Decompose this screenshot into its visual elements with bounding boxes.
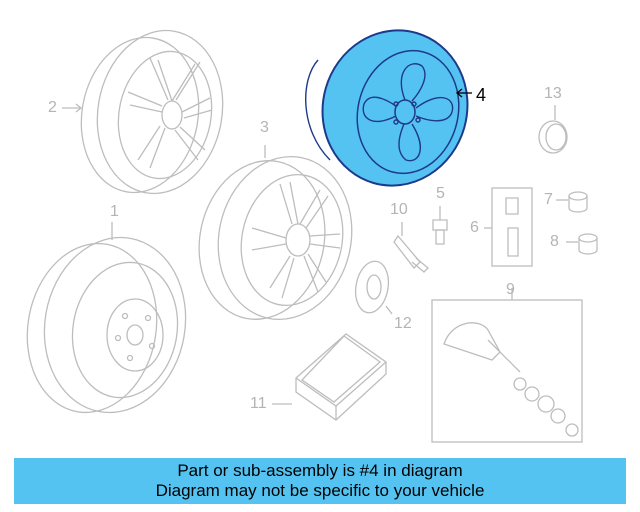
- info-banner: Part or sub-assembly is #4 in diagram Di…: [14, 458, 626, 504]
- callout-4: 4: [476, 85, 487, 105]
- part-9-tpms-sensor[interactable]: [431, 288, 583, 443]
- callout-8: 8: [550, 233, 559, 250]
- part-11-repair-kit[interactable]: [272, 333, 387, 421]
- part-3-alloy-wheel[interactable]: [185, 144, 367, 332]
- part-8-cap[interactable]: [566, 233, 598, 255]
- callout-3: 3: [260, 119, 269, 136]
- part-5-lug-bolt[interactable]: [432, 206, 448, 245]
- callout-1: 1: [110, 203, 119, 220]
- part-2-alloy-wheel[interactable]: [62, 20, 235, 203]
- callout-12: 12: [394, 315, 412, 332]
- callout-9: 9: [506, 281, 515, 298]
- callout-10: 10: [390, 201, 408, 218]
- part-4-alloy-wheel-highlighted[interactable]: [304, 13, 485, 203]
- part-7-cap[interactable]: [556, 191, 588, 213]
- part-10-valve-stem[interactable]: [393, 222, 429, 273]
- part-12-sensor-plate[interactable]: [352, 259, 393, 316]
- part-13-center-cap[interactable]: [538, 105, 568, 154]
- banner-line-2: Diagram may not be specific to your vehi…: [155, 481, 485, 500]
- callout-7: 7: [544, 191, 553, 208]
- part-6-lug-nuts[interactable]: [484, 187, 533, 267]
- part-1-steel-wheel[interactable]: [14, 222, 199, 424]
- banner-line-1: Part or sub-assembly is #4 in diagram: [177, 461, 463, 480]
- callout-5: 5: [436, 185, 445, 202]
- callout-13: 13: [544, 85, 562, 102]
- callout-2: 2: [48, 99, 57, 116]
- callout-6: 6: [470, 219, 479, 236]
- callout-11: 11: [250, 395, 267, 412]
